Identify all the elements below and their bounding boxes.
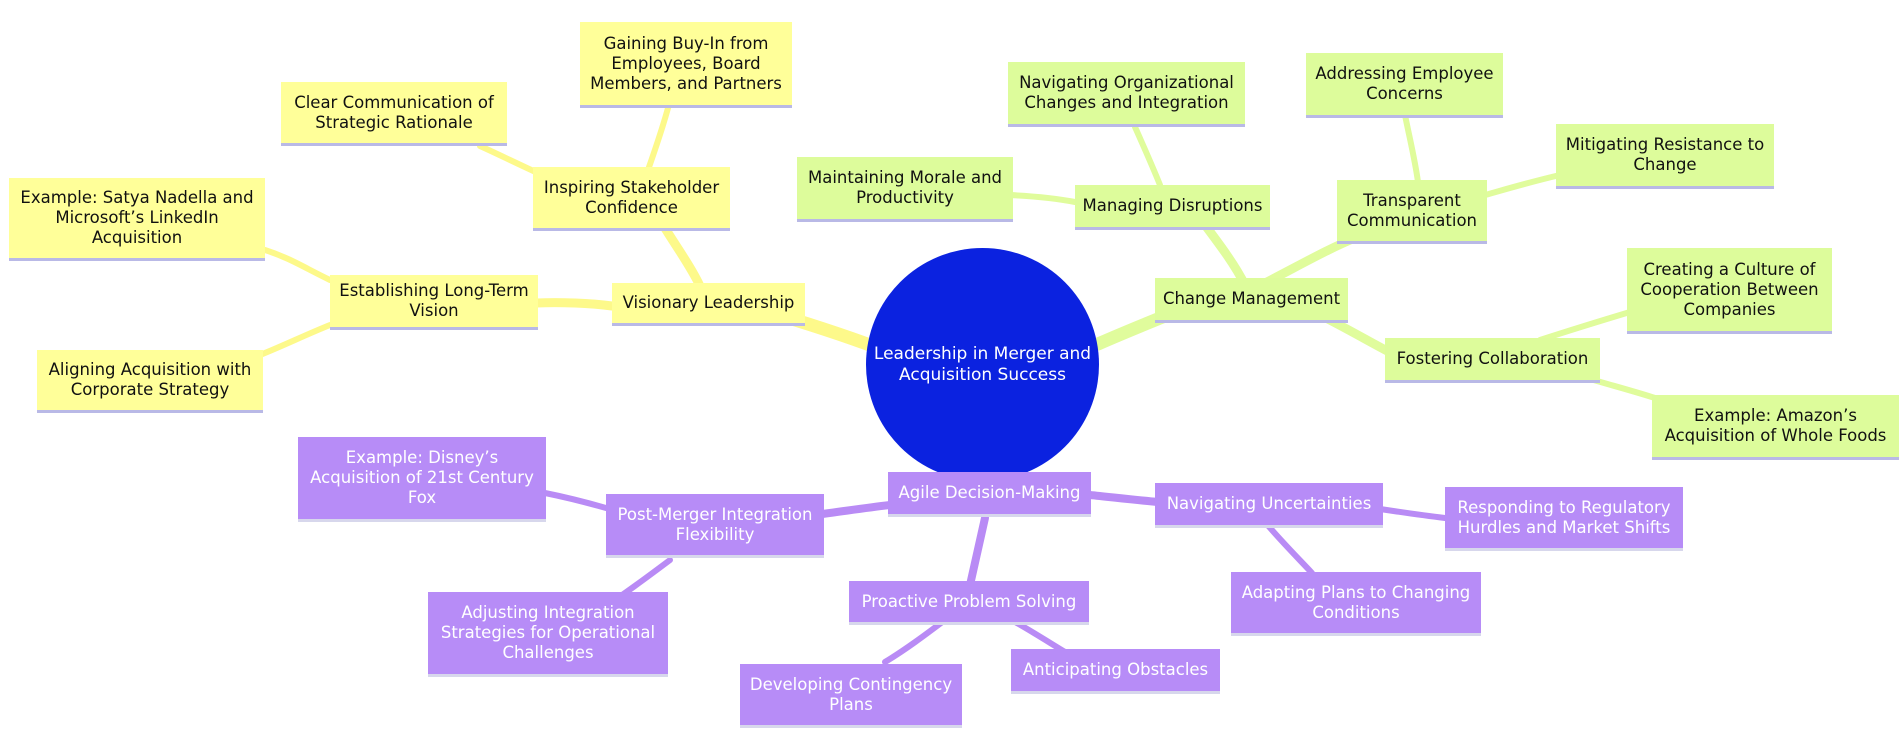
node-fostering-collaboration[interactable]: Fostering Collaboration xyxy=(1385,338,1600,383)
node-transparent-communication[interactable]: Transparent Communication xyxy=(1337,180,1487,244)
node-label: Proactive Problem Solving xyxy=(861,591,1077,611)
edge-agile-navigating xyxy=(1086,491,1162,506)
node-label: Adjusting Integration Strategies for Ope… xyxy=(440,603,656,662)
node-navigating-organizational-changes[interactable]: Navigating Organizational Changes and In… xyxy=(1008,62,1245,127)
node-clear-communication[interactable]: Clear Communication of Strategic Rationa… xyxy=(281,82,507,146)
node-label: Fostering Collaboration xyxy=(1396,349,1589,368)
node-label: Navigating Uncertainties xyxy=(1166,494,1372,513)
node-label: Visionary Leadership xyxy=(622,293,795,312)
edge-fostering-creating xyxy=(1537,309,1633,343)
node-label: Example: Amazon’s Acquisition of Whole F… xyxy=(1664,406,1887,445)
edge-disruptions-navigating xyxy=(1132,124,1163,188)
node-adjusting-integration-strategies[interactable]: Adjusting Integration Strategies for Ope… xyxy=(428,592,668,677)
node-example-satya-nadella[interactable]: Example: Satya Nadella and Microsoft’s L… xyxy=(9,178,265,261)
node-label: Change Management xyxy=(1162,289,1341,308)
edge-stakeholder-clear xyxy=(477,143,543,177)
edge-change-disruptions xyxy=(1200,220,1250,290)
node-label: Managing Disruptions xyxy=(1082,196,1263,215)
node-label: Addressing Employee Concerns xyxy=(1315,64,1494,103)
edge-agile-postmerger xyxy=(818,501,894,518)
node-visionary-leadership[interactable]: Visionary Leadership xyxy=(612,283,805,326)
node-label: Agile Decision-Making xyxy=(898,483,1081,502)
node-responding-regulatory-hurdles[interactable]: Responding to Regulatory Hurdles and Mar… xyxy=(1445,487,1683,551)
edge-longterm-aligning xyxy=(257,322,333,358)
node-gaining-buy-in[interactable]: Gaining Buy-In from Employees, Board Mem… xyxy=(580,22,792,108)
root-node[interactable]: Leadership in Merger and Acquisition Suc… xyxy=(866,248,1099,481)
node-mitigating-resistance[interactable]: Mitigating Resistance to Change xyxy=(1556,124,1774,189)
node-label: Responding to Regulatory Hurdles and Mar… xyxy=(1457,497,1671,537)
node-maintaining-morale[interactable]: Maintaining Morale and Productivity xyxy=(797,157,1013,222)
edge-transparent-mitigating xyxy=(1482,172,1563,198)
edge-stakeholder-gaining xyxy=(645,105,671,173)
node-label: Developing Contingency Plans xyxy=(749,674,953,714)
node-label: Gaining Buy-In from Employees, Board Mem… xyxy=(590,33,782,93)
node-label: Maintaining Morale and Productivity xyxy=(807,168,1003,207)
node-post-merger-integration-flexibility[interactable]: Post-Merger Integration Flexibility xyxy=(606,494,824,558)
node-label: Navigating Organizational Changes and In… xyxy=(1019,73,1234,112)
node-managing-disruptions[interactable]: Managing Disruptions xyxy=(1075,185,1270,230)
node-establishing-long-term-vision[interactable]: Establishing Long-Term Vision xyxy=(330,275,538,330)
node-addressing-employee-concerns[interactable]: Addressing Employee Concerns xyxy=(1306,53,1503,118)
edge-disruptions-morale xyxy=(1007,192,1078,205)
node-label: Transparent Communication xyxy=(1346,190,1478,230)
node-proactive-problem-solving[interactable]: Proactive Problem Solving xyxy=(849,581,1089,625)
node-label: Adapting Plans to Changing Conditions xyxy=(1241,582,1471,622)
root-node-label: Leadership in Merger and Acquisition Suc… xyxy=(873,343,1092,385)
node-anticipating-obstacles[interactable]: Anticipating Obstacles xyxy=(1011,649,1220,694)
node-label: Example: Satya Nadella and Microsoft’s L… xyxy=(20,188,254,247)
node-aligning-acquisition[interactable]: Aligning Acquisition with Corporate Stra… xyxy=(37,350,263,413)
edge-navigating-adapting xyxy=(1262,519,1315,576)
edge-navigating-responding xyxy=(1377,506,1448,521)
edge-longterm-satya xyxy=(262,247,333,283)
node-example-disney-fox[interactable]: Example: Disney’s Acquisition of 21st Ce… xyxy=(298,437,546,522)
edge-proactive-contingency xyxy=(882,617,948,665)
node-label: Clear Communication of Strategic Rationa… xyxy=(294,92,494,132)
node-label: Inspiring Stakeholder Confidence xyxy=(543,177,720,217)
node-navigating-uncertainties[interactable]: Navigating Uncertainties xyxy=(1155,483,1383,528)
node-example-amazon-whole-foods[interactable]: Example: Amazon’s Acquisition of Whole F… xyxy=(1652,395,1899,460)
node-adapting-plans[interactable]: Adapting Plans to Changing Conditions xyxy=(1231,572,1481,636)
node-label: Mitigating Resistance to Change xyxy=(1565,135,1765,174)
node-label: Aligning Acquisition with Corporate Stra… xyxy=(48,360,252,399)
edge-agile-proactive xyxy=(966,514,989,589)
edge-transparent-addressing xyxy=(1402,112,1421,185)
node-label: Creating a Culture of Cooperation Betwee… xyxy=(1640,259,1819,319)
node-agile-decision-making[interactable]: Agile Decision-Making xyxy=(888,472,1091,517)
node-label: Anticipating Obstacles xyxy=(1022,660,1209,679)
node-inspiring-stakeholder-confidence[interactable]: Inspiring Stakeholder Confidence xyxy=(533,167,730,231)
node-creating-culture-of-cooperation[interactable]: Creating a Culture of Cooperation Betwee… xyxy=(1627,248,1832,334)
node-label: Establishing Long-Term Vision xyxy=(339,281,529,320)
edge-visionary-longterm xyxy=(531,298,617,311)
edge-postmerger-disney xyxy=(542,490,609,511)
node-developing-contingency-plans[interactable]: Developing Contingency Plans xyxy=(740,664,962,728)
node-label: Example: Disney’s Acquisition of 21st Ce… xyxy=(310,448,534,507)
node-label: Post-Merger Integration Flexibility xyxy=(617,504,813,544)
edge-change-transparent xyxy=(1260,233,1360,288)
node-change-management[interactable]: Change Management xyxy=(1155,278,1348,323)
